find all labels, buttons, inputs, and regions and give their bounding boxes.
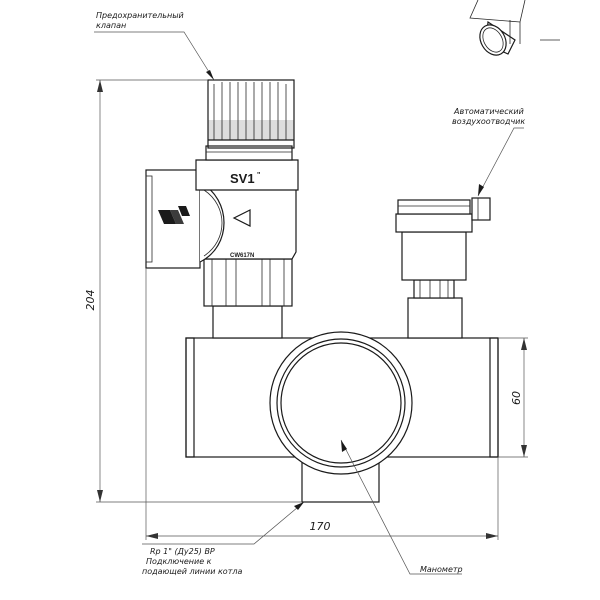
callout-connection: Rp 1" (Ду25) ВР Подключение к подающей л…: [142, 501, 305, 576]
valve-knob-ribs: [213, 82, 287, 140]
connection-label-line2: Подключение к: [146, 557, 212, 566]
gauge-label: Манометр: [420, 565, 463, 574]
dimension-width: 170: [145, 268, 499, 540]
gauge-detail-sketch: [469, 0, 560, 56]
callout-gauge: Манометр: [340, 439, 463, 575]
safety-valve: SV1 " CW617N: [145, 79, 299, 339]
dimension-width-label: 170: [310, 520, 331, 533]
air-vent: [395, 197, 491, 339]
dimension-body-height: 60: [498, 337, 528, 458]
flow-direction-icon: [232, 209, 251, 227]
valve-model-sup: ": [257, 172, 260, 179]
callout-air-vent: Автоматический воздухоотводчик: [452, 107, 525, 197]
valve-code-marking: CW617N: [230, 253, 254, 259]
air-vent-label-line1: Автоматический: [453, 107, 524, 116]
valve-body: [185, 331, 499, 503]
safety-valve-label-line1: Предохранительный: [96, 11, 184, 20]
connection-label-line1: Rp 1" (Ду25) ВР: [150, 547, 215, 556]
brand-logo-icon: [158, 206, 190, 224]
callout-safety-valve: Предохранительный клапан: [94, 11, 215, 81]
air-vent-label-line2: воздухоотводчик: [452, 117, 525, 126]
dimension-height-label: 204: [84, 290, 97, 311]
dimension-body-height-label: 60: [510, 391, 523, 405]
valve-model-marking: SV1: [230, 171, 255, 186]
safety-valve-label-line2: клапан: [96, 21, 126, 30]
connection-label-line3: подающей линии котла: [142, 567, 242, 576]
dimension-height: 204: [84, 79, 302, 503]
